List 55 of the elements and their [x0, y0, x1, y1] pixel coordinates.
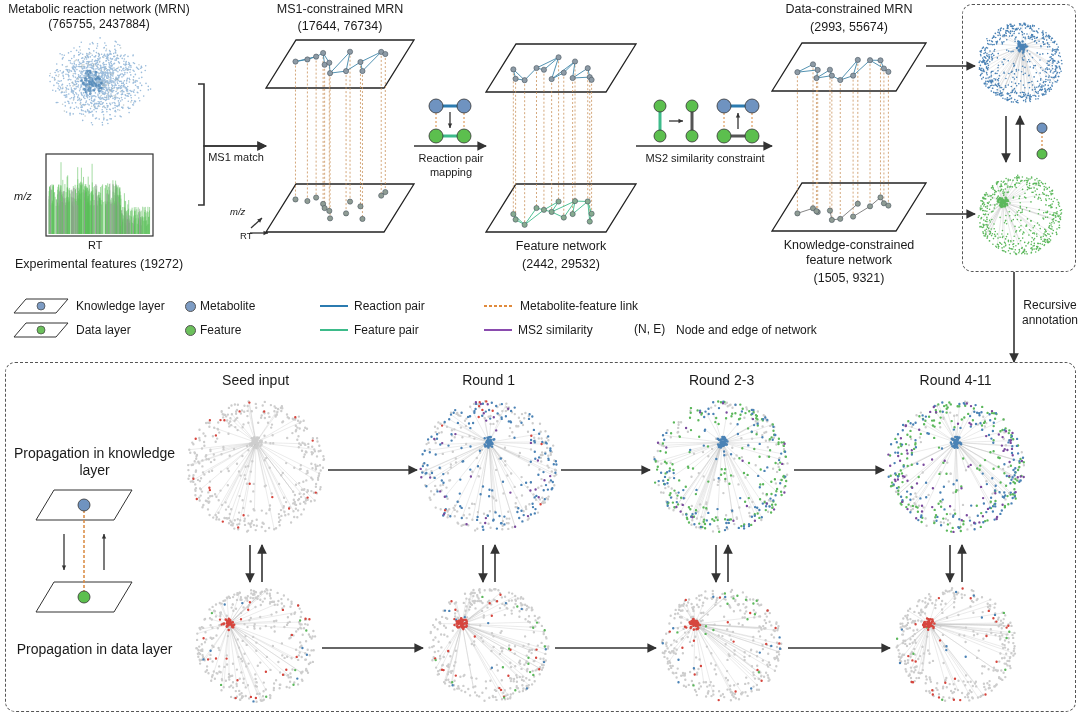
network-size: (17644, 76734)	[296, 19, 384, 34]
arrow	[957, 544, 967, 583]
arrow	[321, 643, 424, 653]
arrow	[413, 141, 487, 151]
edge-label: Reaction pair mapping	[417, 152, 485, 180]
arrow	[793, 465, 885, 475]
arrow	[197, 141, 267, 206]
arrow	[1015, 115, 1025, 163]
network-size: (765755, 2437884)	[47, 17, 151, 32]
arrow	[723, 544, 733, 583]
arrow	[257, 544, 267, 583]
arrow	[711, 544, 721, 583]
legend-text: Node and edge of network	[676, 322, 817, 338]
stage-title: Feature network	[514, 239, 608, 254]
arrow	[554, 643, 657, 653]
stage-title: Knowledge-constrained feature network	[782, 237, 916, 268]
network-size: (1505, 9321)	[812, 271, 886, 286]
arrow	[490, 544, 500, 583]
stage-title: MS1-constrained MRN	[275, 2, 405, 17]
arrow	[560, 465, 651, 475]
axis-label: RT	[240, 230, 253, 241]
column-heading: Round 4-11	[918, 371, 993, 389]
arrow	[245, 544, 255, 583]
arrow	[635, 141, 773, 151]
legend-text: Knowledge layer	[76, 298, 165, 314]
column-heading: Seed input	[221, 371, 291, 389]
axis-label: m/z	[14, 190, 32, 202]
arrow	[1001, 115, 1011, 163]
arrow	[1009, 271, 1019, 363]
row-label: Propagation in knowledge layer	[9, 439, 180, 484]
dashed-panel	[5, 362, 1076, 712]
network-size: (2993, 55674)	[809, 20, 889, 36]
legend-text: MS2 similarity	[518, 322, 593, 338]
column-heading: Round 1	[461, 371, 517, 389]
legend-text: Metabolite	[200, 298, 256, 314]
legend-symbol-text: (N, E)	[634, 322, 666, 336]
plot-caption: Experimental features (19272)	[13, 257, 185, 272]
network-size: (2442, 29532)	[521, 257, 601, 272]
column-heading: Round 2-3	[687, 371, 756, 389]
arrow	[327, 465, 418, 475]
legend-text: Feature	[200, 322, 242, 338]
arrow	[478, 544, 488, 583]
arrow	[787, 643, 891, 653]
arrow	[945, 544, 955, 583]
legend-text: Feature pair	[354, 322, 419, 338]
row-label: Propagation in data layer	[9, 627, 180, 672]
network-title: Metabolic reaction network (MRN)	[7, 2, 191, 17]
axis-label: m/z	[230, 206, 246, 217]
legend-text: Metabolite-feature link	[520, 298, 639, 314]
legend-text: Data layer	[76, 322, 131, 338]
stage-title: Data-constrained MRN	[784, 2, 914, 17]
legend-text: Reaction pair	[354, 298, 425, 314]
dashed-panel	[962, 4, 1076, 272]
arrow	[925, 209, 976, 219]
arrow	[925, 61, 976, 71]
